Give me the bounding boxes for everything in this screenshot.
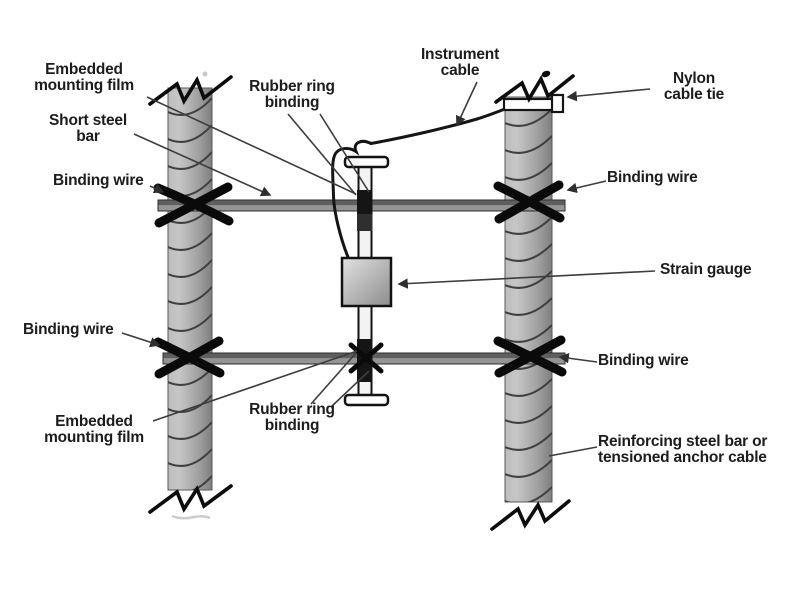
- watermark-smudge: [171, 514, 211, 520]
- rod-cap-bottom: [343, 393, 390, 407]
- label-rubber-ring-binding-top: Rubber ring binding: [249, 78, 335, 111]
- speck: [202, 71, 208, 77]
- label-strain-gauge: Strain gauge: [660, 261, 752, 278]
- leader-rubber-ring-bottom-a: [310, 352, 357, 405]
- strain-gauge-box: [340, 256, 393, 308]
- binding-wire-x-right-bottom: [493, 335, 567, 378]
- label-binding-wire-left-top: Binding wire: [53, 172, 144, 189]
- leader-instrument-cable: [456, 81, 478, 127]
- label-binding-wire-right-bottom: Binding wire: [598, 352, 689, 369]
- leader-binding-wire-right-bottom: [558, 353, 598, 364]
- instrument-cable-line: [331, 102, 521, 259]
- label-binding-wire-right-top: Binding wire: [607, 169, 698, 186]
- label-binding-wire-left-bottom: Binding wire: [23, 321, 114, 338]
- label-embedded-mounting-film-bottom: Embedded mounting film: [44, 413, 144, 446]
- label-reinforcing-steel-bar: Reinforcing steel bar or tensioned ancho…: [598, 433, 768, 466]
- leader-rubber-ring-bottom-b: [330, 370, 370, 408]
- leader-rubber-ring-top-a: [287, 113, 357, 196]
- label-short-steel-bar: Short steel bar: [49, 112, 127, 145]
- leader-embedded-film-bottom: [152, 350, 358, 422]
- binding-wire-x-right-top: [493, 180, 565, 224]
- rod-cap-top: [343, 155, 390, 169]
- gauge-rod-assembly: [340, 155, 393, 407]
- leader-binding-wire-left-top: [149, 183, 165, 194]
- label-rubber-ring-binding-bottom: Rubber ring binding: [249, 401, 335, 434]
- rebar-right: [504, 96, 553, 503]
- label-instrument-cable: Instrument cable: [420, 46, 500, 79]
- leader-short-steel-bar: [133, 133, 272, 197]
- rebar-left: [167, 87, 213, 491]
- ink-blob: [541, 70, 551, 78]
- break-mark-left-bottom: [148, 484, 233, 514]
- label-nylon-cable-tie: Nylon cable tie: [663, 70, 725, 103]
- break-mark-right-top: [494, 74, 575, 104]
- break-mark-right-bottom: [490, 499, 571, 531]
- leader-binding-wire-right-top: [566, 180, 607, 194]
- binding-wire-x-left-top: [153, 182, 234, 228]
- binding-wire-x-left-bottom: [153, 336, 225, 379]
- leader-binding-wire-left-bottom: [121, 332, 161, 348]
- label-embedded-mounting-film-top: Embedded mounting film: [34, 61, 134, 94]
- rubber-ring-band-top: [357, 190, 373, 214]
- leader-reinforcing-bar: [548, 446, 598, 457]
- leader-embedded-film-top: [146, 96, 357, 195]
- leader-nylon-cable-tie: [566, 88, 651, 102]
- break-mark-left-top: [148, 75, 233, 106]
- leader-strain-gauge: [397, 270, 656, 289]
- leader-rubber-ring-top-b: [319, 113, 370, 193]
